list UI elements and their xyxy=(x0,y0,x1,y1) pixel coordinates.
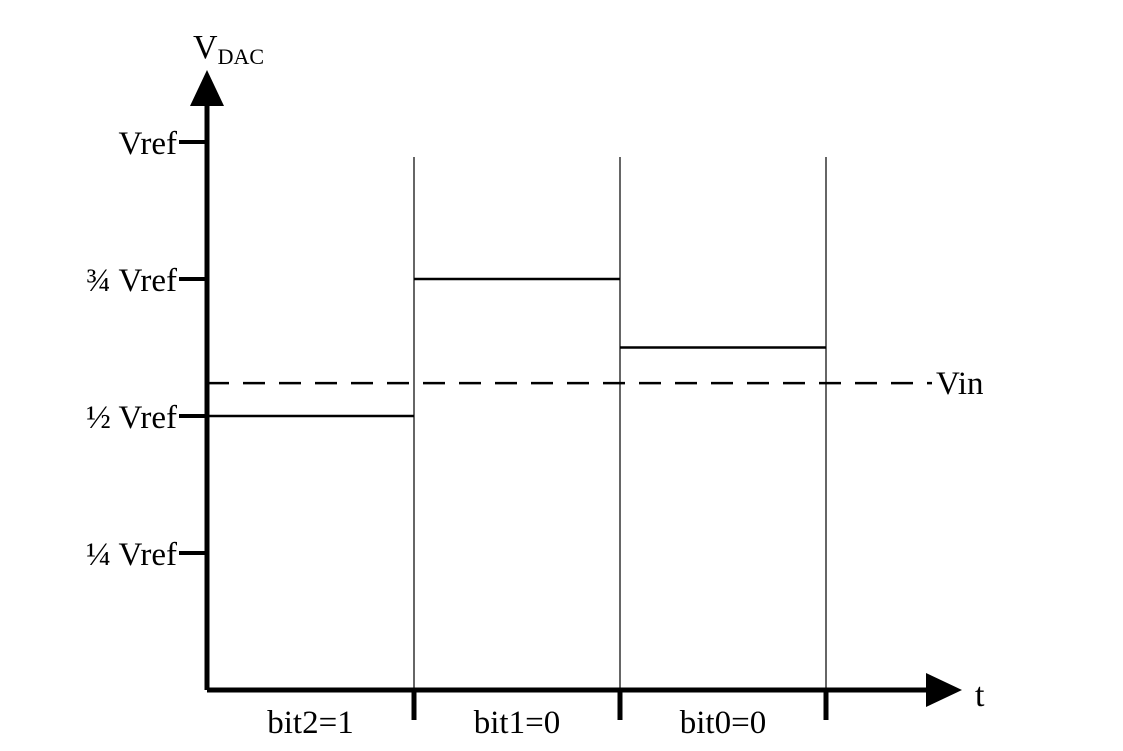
x-axis-arrowhead xyxy=(926,673,962,707)
bit-label: bit0=0 xyxy=(680,705,766,741)
bit-labels: bit2=1 bit1=0 bit0=0 xyxy=(267,705,766,741)
y-tick-label: Vref xyxy=(119,126,177,162)
y-axis-arrowhead xyxy=(190,70,224,106)
vin-reference: Vin xyxy=(207,366,984,402)
y-axis-title: VDAC xyxy=(193,29,264,69)
y-ticks: Vref ¾ Vref ½ Vref ¼ Vref xyxy=(86,126,207,573)
interval-dividers xyxy=(411,157,829,720)
y-tick-label: ¼ Vref xyxy=(86,537,177,573)
dac-steps xyxy=(207,277,826,418)
bit-label: bit1=0 xyxy=(474,705,560,741)
x-axis-title: t xyxy=(975,677,985,714)
y-tick-label: ¾ Vref xyxy=(86,263,177,299)
bit-label: bit2=1 xyxy=(267,705,353,741)
vin-label: Vin xyxy=(936,366,984,402)
y-tick-label: ½ Vref xyxy=(86,400,177,436)
